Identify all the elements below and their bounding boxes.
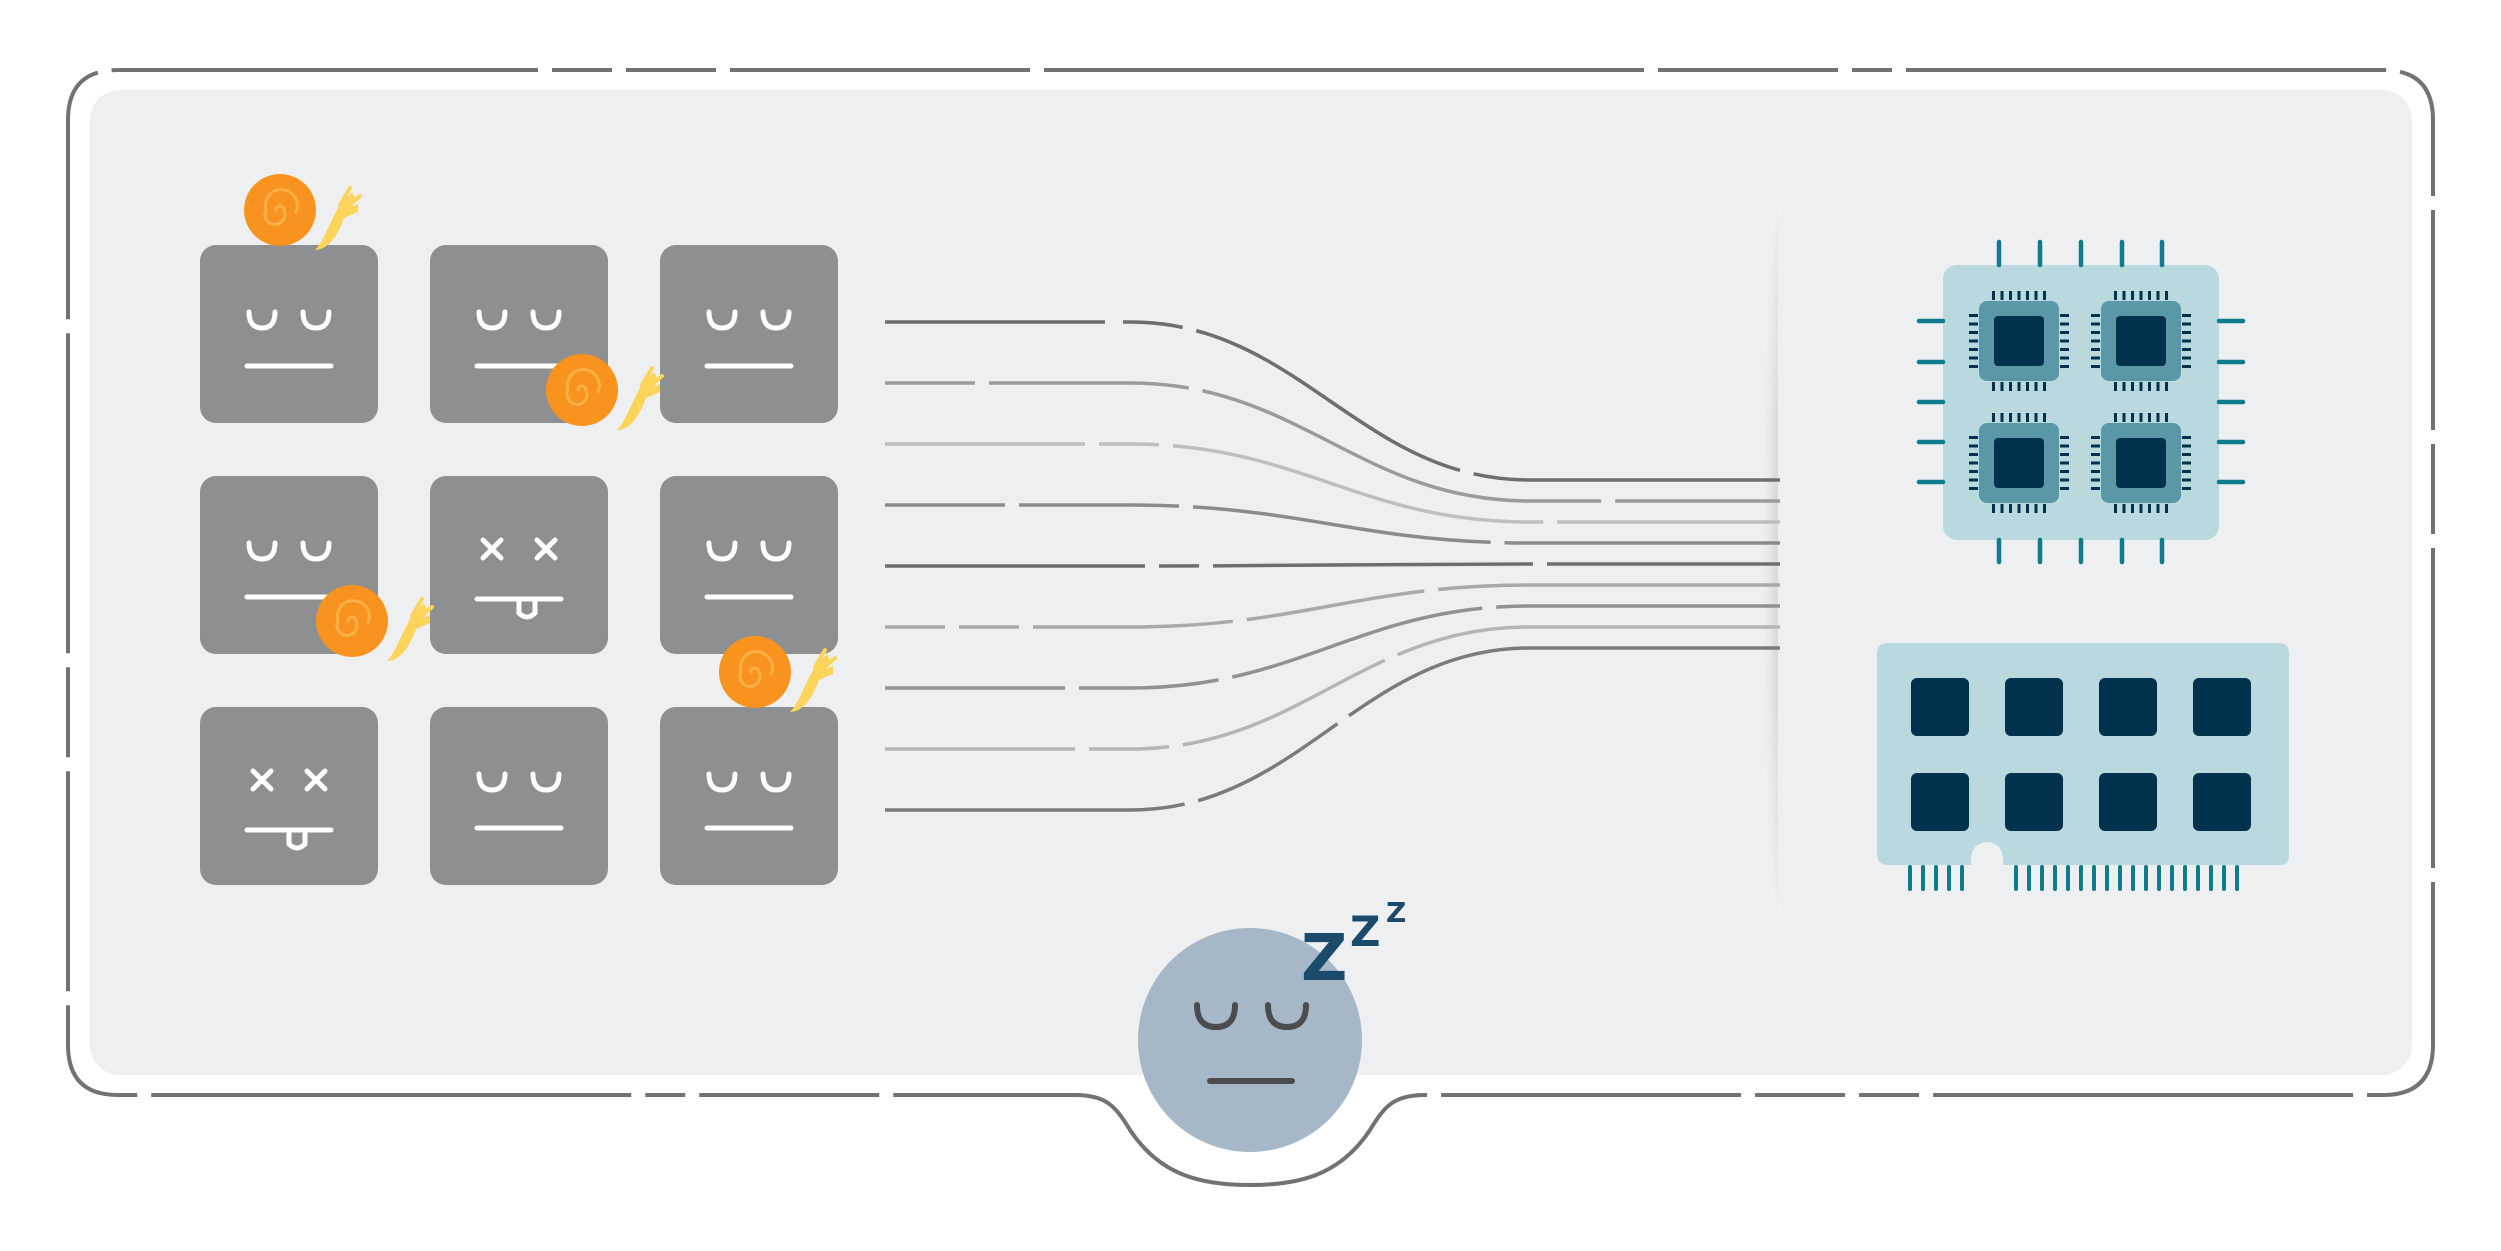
connection-line-3	[885, 442, 1780, 524]
cpu-core-1	[1969, 291, 2069, 391]
sleepy-face-icon	[474, 309, 564, 369]
sleepy-face-icon	[244, 540, 334, 600]
worker-box-7	[200, 707, 378, 885]
worker-box-8	[430, 707, 608, 885]
connection-lines	[885, 320, 1780, 812]
connection-line-2	[885, 381, 1780, 503]
worker-grid	[200, 174, 838, 885]
cpu-core-2	[2091, 291, 2191, 391]
snail-icon-4	[302, 585, 434, 661]
ram-cell-2	[2005, 678, 2063, 736]
worker-box-3	[660, 245, 838, 423]
cpu-icon	[1916, 239, 2246, 565]
zzz-icon: Z Z Z	[1301, 896, 1406, 996]
connection-line-7	[885, 604, 1780, 690]
worker-box-9	[660, 707, 838, 885]
snail-icon-2	[532, 354, 664, 430]
sleepy-face-icon	[474, 771, 564, 831]
sleepy-face-icon	[704, 771, 794, 831]
cpu-core-3	[1969, 413, 2069, 513]
ram-icon	[1877, 643, 2289, 891]
dead-face-icon	[244, 768, 334, 851]
ram-cell-1	[1911, 678, 1969, 736]
divider-shadow	[1760, 160, 1778, 960]
sleeping-face-icon	[1138, 928, 1362, 1152]
zzz-letter-2: Z	[1350, 907, 1380, 956]
ram-cell-5	[1911, 773, 1969, 831]
cpu-core-4	[2091, 413, 2191, 513]
snail-icon-1	[230, 174, 362, 250]
outer-frame	[66, 68, 2435, 1188]
connection-line-4	[885, 503, 1780, 545]
ram-cell-4	[2193, 678, 2251, 736]
ram-cell-7	[2099, 773, 2157, 831]
dead-face-icon	[474, 537, 564, 620]
connection-line-1	[885, 320, 1780, 482]
connection-line-9	[885, 646, 1780, 812]
connection-line-5	[885, 562, 1780, 568]
worker-box-6	[660, 476, 838, 654]
snail-icon-9	[705, 636, 837, 712]
sleepy-face-icon	[704, 540, 794, 600]
sleepy-face-icon	[704, 309, 794, 369]
connection-line-6	[885, 583, 1780, 629]
worker-box-5	[430, 476, 608, 654]
zzz-letter-3: Z	[1386, 896, 1406, 929]
ram-cell-3	[2099, 678, 2157, 736]
sleepy-face-icon	[244, 309, 334, 369]
worker-box-1	[200, 245, 378, 423]
ram-cell-8	[2193, 773, 2251, 831]
zzz-letter-1: Z	[1301, 922, 1347, 996]
connection-line-8	[885, 625, 1780, 751]
ram-cell-6	[2005, 773, 2063, 831]
